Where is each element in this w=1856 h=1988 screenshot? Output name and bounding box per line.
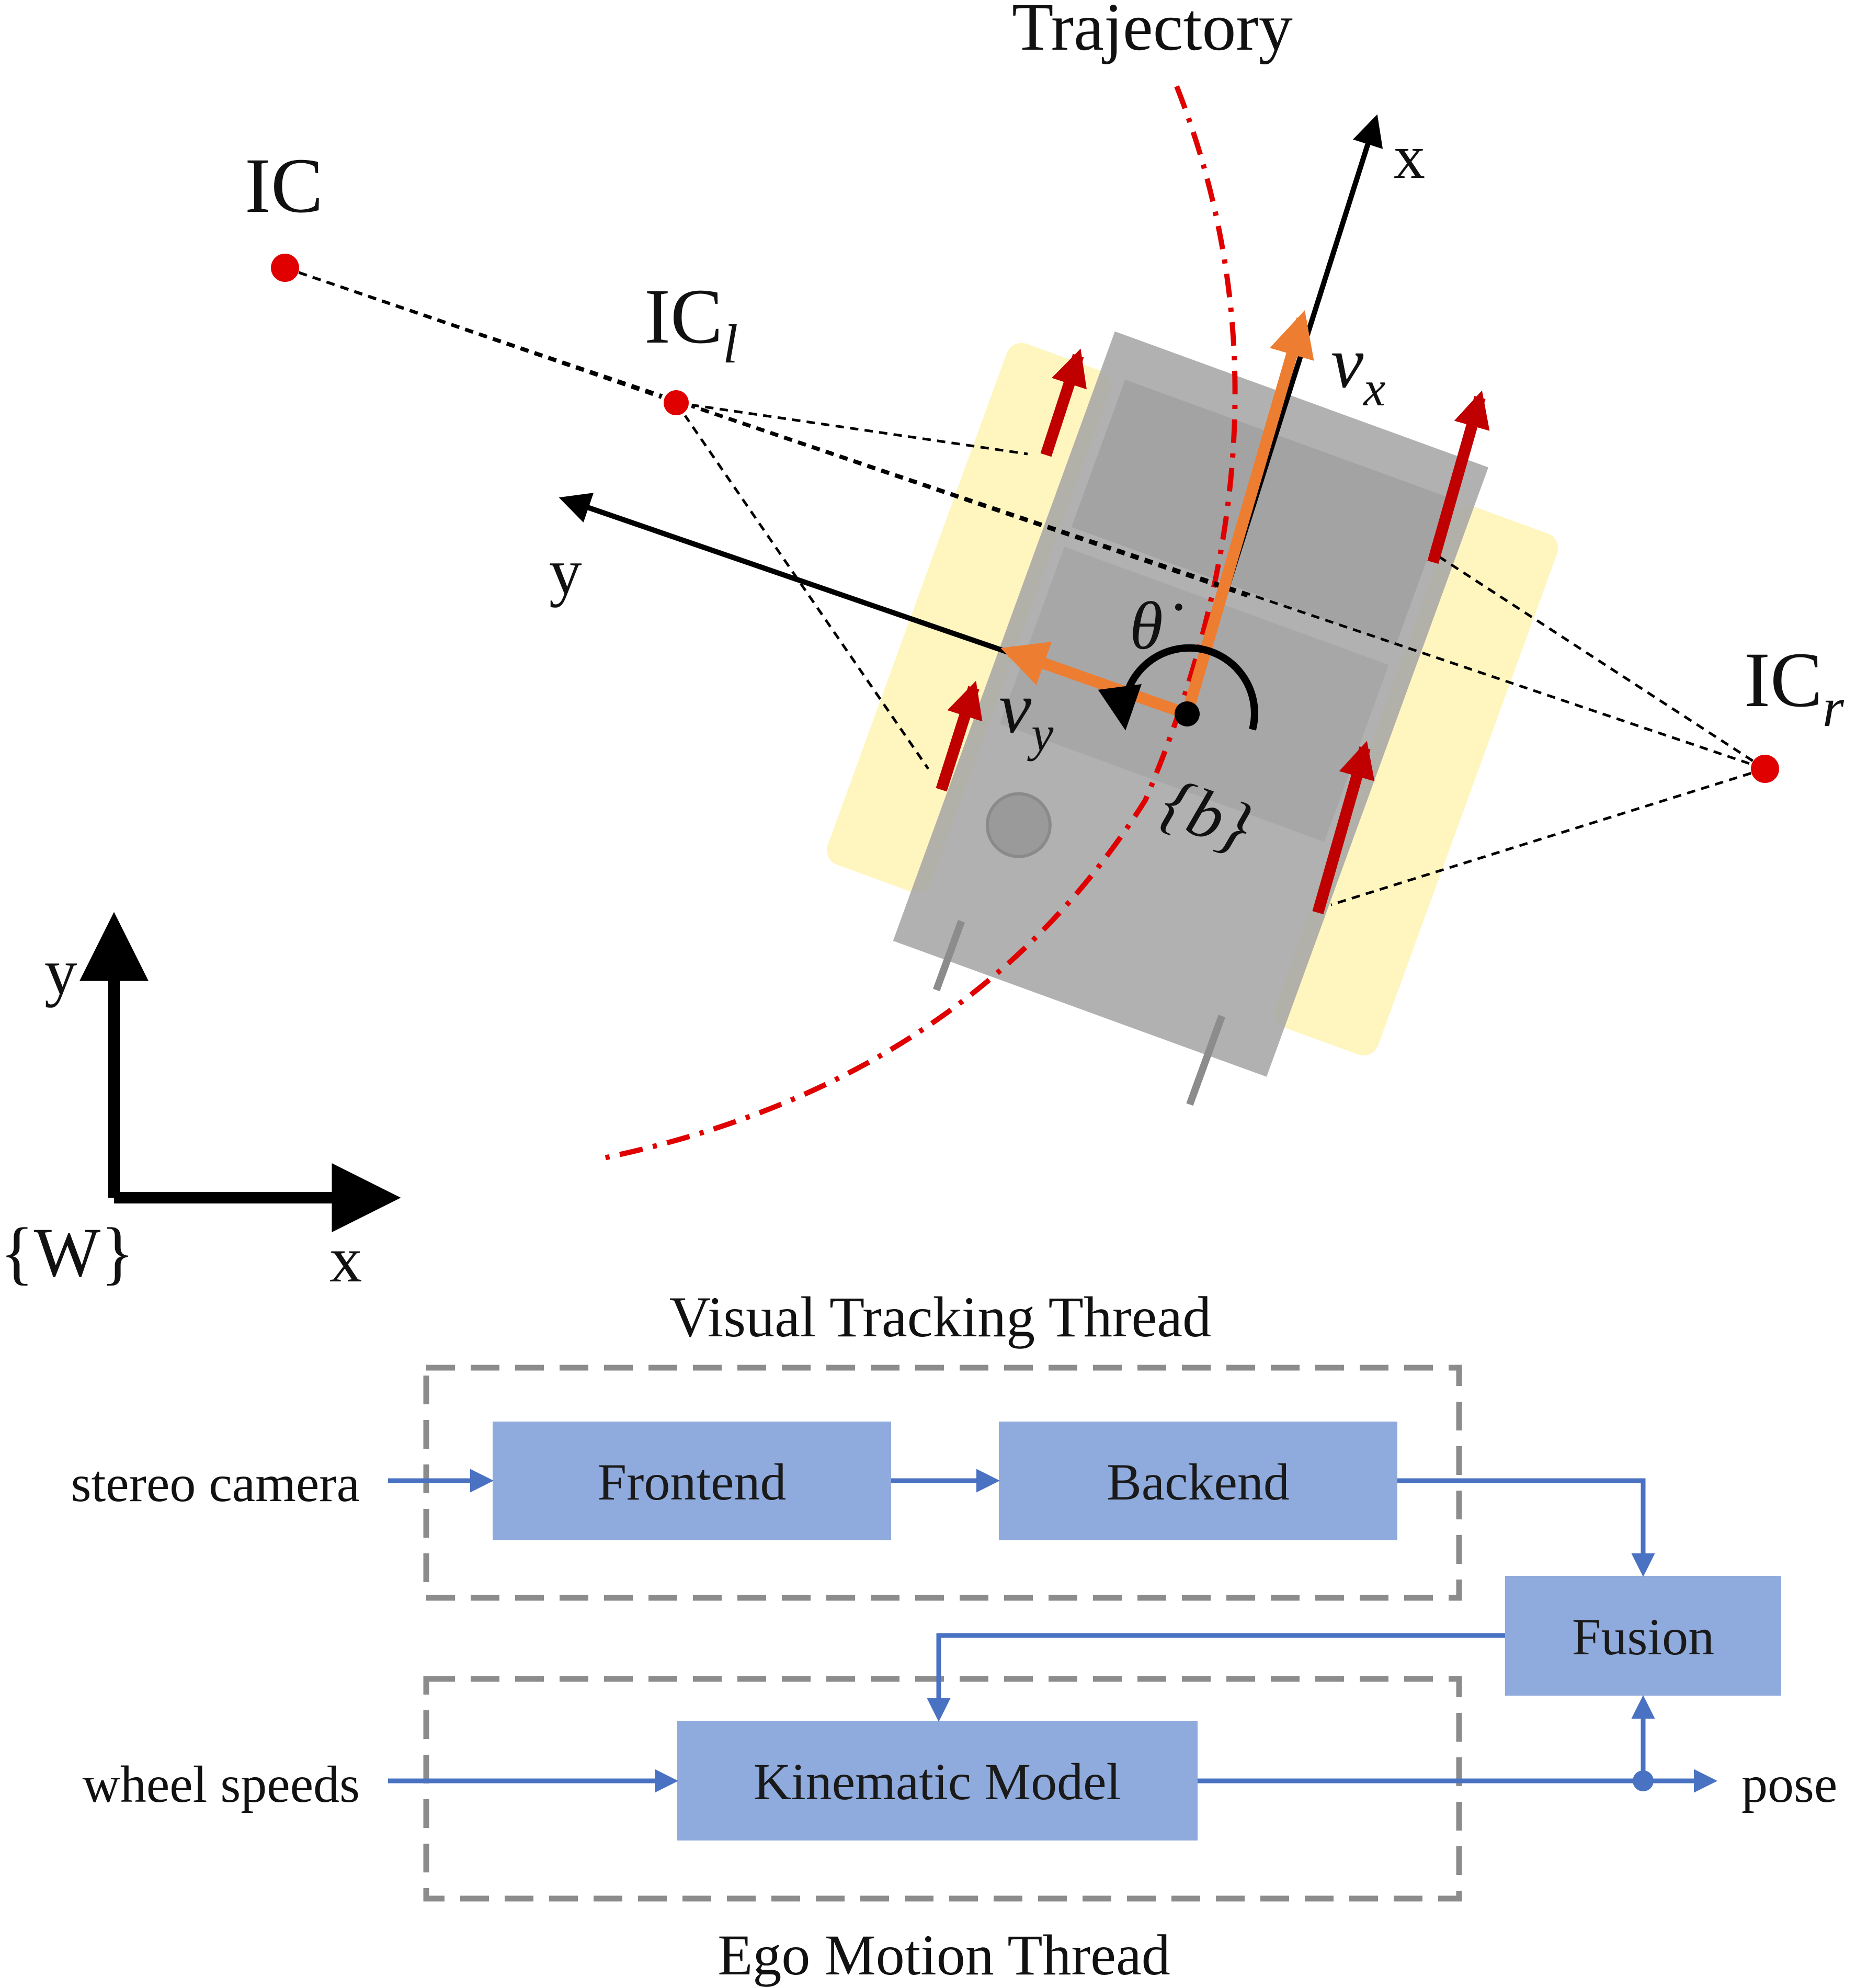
kinematics-diagram: x y vx vy θ̇ {b} IC ICl ICr Trajectory x… — [0, 0, 1844, 1296]
body-x-label: x — [1394, 122, 1425, 191]
flow-junction-dot — [1633, 1770, 1654, 1791]
world-y-label: y — [44, 936, 77, 1008]
wheel-arrow-right-rear — [1312, 741, 1375, 915]
vy-arrow — [1000, 641, 1189, 720]
frontend-label: Frontend — [597, 1453, 786, 1511]
output-pose: pose — [1741, 1755, 1837, 1813]
right-wheel — [1274, 505, 1558, 1055]
wheel-arrow-left-rear — [936, 680, 983, 792]
vy-label: vy — [999, 667, 1054, 762]
arrow-backend-to-fusion — [1397, 1478, 1655, 1577]
ic-right-point — [1751, 755, 1779, 783]
body-y-label: y — [549, 536, 582, 608]
trajectory-curve — [600, 85, 1238, 1161]
wheel-arrow-left-front — [1040, 348, 1087, 457]
backend-box — [999, 1422, 1397, 1540]
robot — [827, 331, 1558, 1106]
visual-thread-label: Visual Tracking Thread — [669, 1285, 1211, 1349]
ego-thread-group — [423, 1676, 1462, 1902]
flow-arrows — [388, 1469, 1717, 1793]
backend-label: Backend — [1107, 1453, 1290, 1511]
body-origin-point — [1175, 701, 1200, 726]
robot-antenna-left — [932, 919, 965, 992]
left-wheel — [827, 343, 1111, 893]
ic-left-label: ICl — [644, 273, 738, 374]
fusion-box — [1505, 1576, 1781, 1696]
ic-left-point — [661, 387, 692, 418]
wheel-velocity-arrows — [936, 348, 1490, 915]
ic-dashed-lines — [284, 266, 1766, 906]
wheel-arrow-right-front — [1427, 390, 1490, 564]
kinematic-model-box — [677, 1721, 1198, 1841]
ego-thread-label: Ego Motion Thread — [718, 1923, 1170, 1987]
pipeline-diagram: Visual Tracking Thread Ego Motion Thread… — [71, 1285, 1838, 1987]
ic-right-label: ICr — [1744, 637, 1844, 738]
ic-point — [271, 254, 299, 282]
world-frame: x y {W} — [0, 912, 401, 1296]
input-stereo-camera: stereo camera — [71, 1455, 360, 1513]
trajectory-label: Trajectory — [1012, 0, 1293, 65]
theta-dot-arc — [1098, 644, 1258, 731]
input-wheel-speeds: wheel speeds — [83, 1755, 360, 1813]
robot-top-plate — [1071, 379, 1450, 645]
ic-label: IC — [245, 142, 323, 229]
fusion-label: Fusion — [1572, 1608, 1714, 1666]
arrow-fusion-to-kinematic — [927, 1633, 1505, 1722]
kinematic-model-label: Kinematic Model — [754, 1753, 1121, 1811]
robot-antenna-right — [1186, 1015, 1226, 1106]
frontend-box — [493, 1422, 891, 1540]
world-frame-label: {W} — [0, 1214, 134, 1292]
vx-label: vx — [1331, 322, 1385, 416]
world-x-label: x — [329, 1224, 362, 1296]
robot-sensor — [985, 792, 1052, 858]
